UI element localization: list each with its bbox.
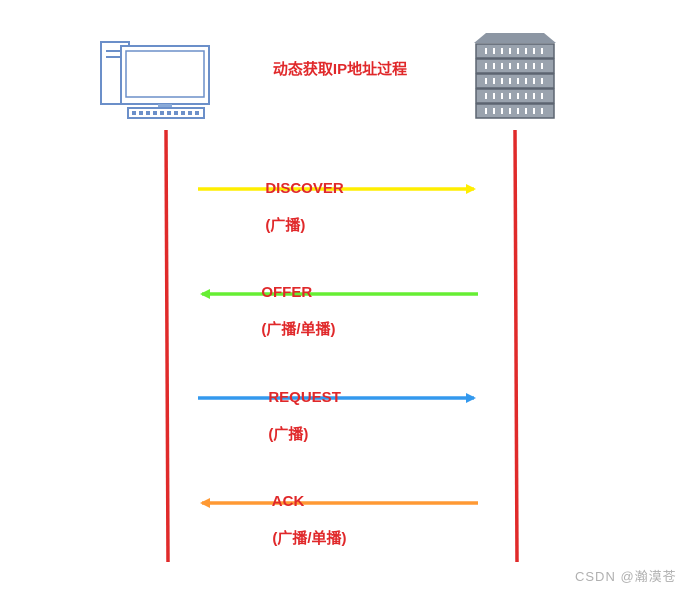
offer-label: OFFER (广播/单播) <box>253 267 336 339</box>
message-type: (广播) <box>265 217 306 234</box>
server-rack-icon <box>474 33 556 119</box>
message-name: DISCOVER <box>265 180 344 197</box>
ack-label: ACK (广播/单播) <box>264 476 347 548</box>
watermark: CSDN @瀚漠苍 <box>575 569 677 584</box>
server-lifeline <box>513 129 519 563</box>
message-type: (广播/单播) <box>261 321 336 338</box>
computer-icon <box>100 41 210 119</box>
message-name: OFFER <box>261 284 313 301</box>
message-type: (广播/单播) <box>272 530 347 547</box>
discover-label: DISCOVER (广播) <box>257 163 344 235</box>
message-name: REQUEST <box>268 389 341 406</box>
request-label: REQUEST (广播) <box>260 372 341 444</box>
client-lifeline <box>164 129 170 563</box>
diagram-title: 动态获取IP地址过程 <box>272 61 408 78</box>
message-name: ACK <box>271 493 305 510</box>
message-type: (广播) <box>268 426 309 443</box>
